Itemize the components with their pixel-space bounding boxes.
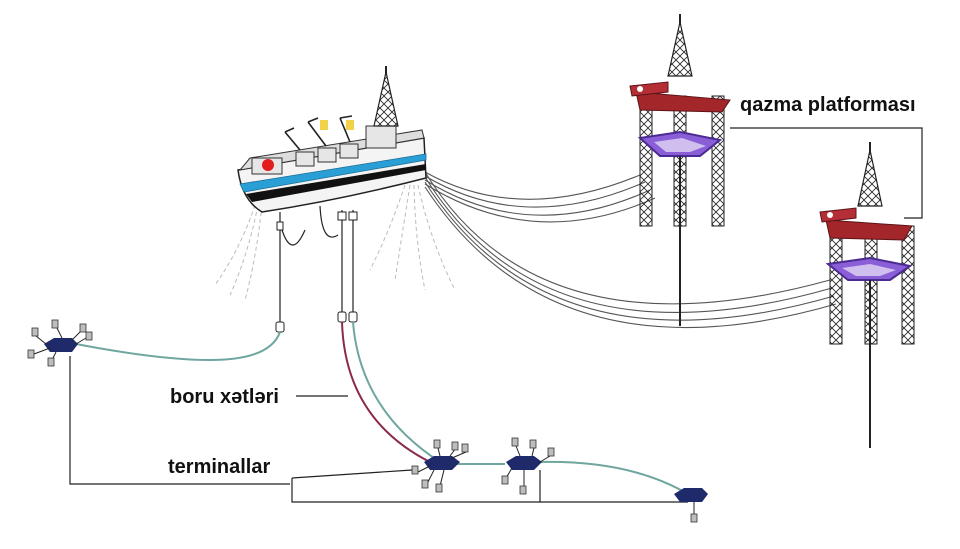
platform-risers xyxy=(424,171,837,329)
drilling-platform-icon xyxy=(819,142,915,448)
subsea-manifold-icon xyxy=(501,437,555,495)
pipelines xyxy=(75,321,689,495)
subsea-manifold-icon xyxy=(27,319,93,367)
terminal-links xyxy=(69,356,688,503)
subsea-manifold-icon xyxy=(411,439,469,493)
platforms-label: qazma platforması xyxy=(740,94,916,116)
fpso-ship-icon xyxy=(237,66,427,333)
platform-callout-line xyxy=(730,127,923,219)
pipelines-label: boru xətləri xyxy=(170,386,279,408)
mooring-lines xyxy=(214,184,456,301)
terminals-label: terminallar xyxy=(168,456,271,478)
subsea-manifold-icon xyxy=(674,488,708,523)
drilling-platform-icon xyxy=(629,14,731,326)
